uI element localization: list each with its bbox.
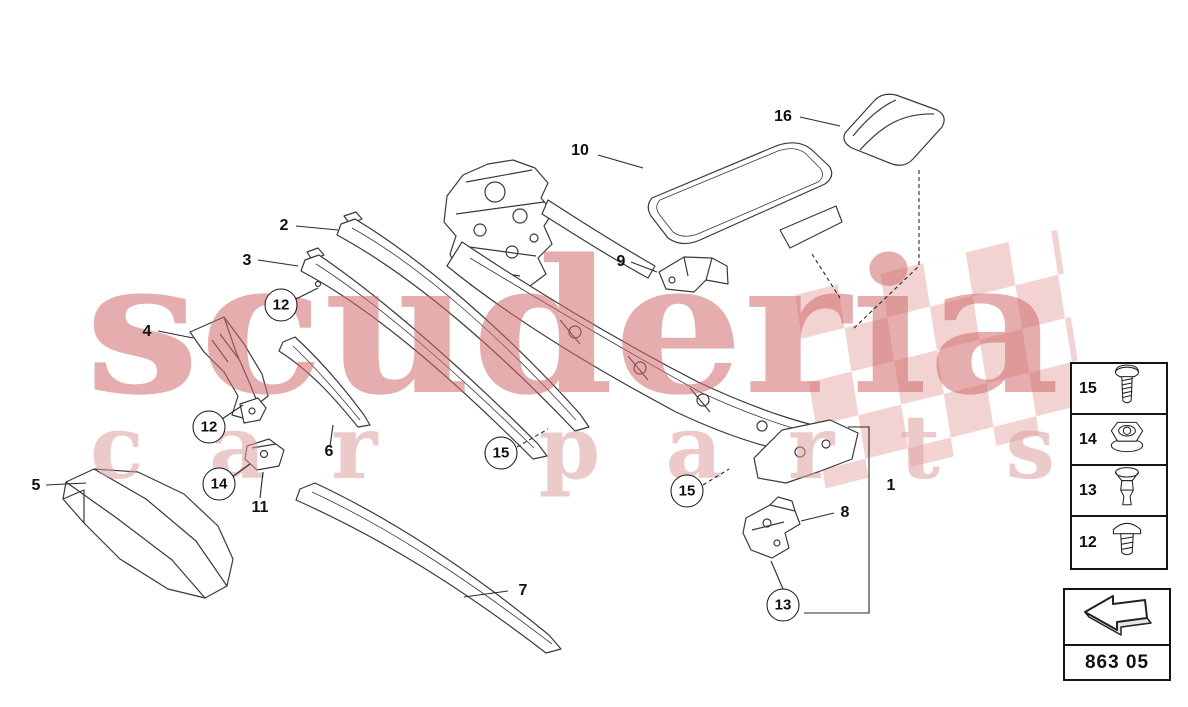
watermark-brand-text: scuderia [85,218,1060,436]
callout-3: 3 [242,252,252,269]
callout-13-circled: 13 [766,588,800,622]
callout-14-circled: 14 [202,467,236,501]
callout-16: 16 [774,108,792,125]
hardware-item-14: 14 [1072,415,1166,466]
pan-head-screw-icon [1106,363,1148,414]
callout-12-circled-top: 12 [264,288,298,322]
expansion-rivet-icon [1106,465,1148,516]
part-10-armrest-lid [647,142,843,249]
callout-4: 4 [142,323,152,340]
callout-15-circled-left: 15 [484,436,518,470]
part-2-pillar-trim [336,211,590,432]
part-11-bracket [244,438,285,471]
part-8-bracket [742,496,801,559]
hardware-item-12: 12 [1072,517,1166,568]
flange-nut-icon [1106,414,1148,465]
callout-7: 7 [518,582,528,599]
callout-2: 2 [279,217,289,234]
direction-arrow-icon [1065,590,1169,646]
part-16-armrest-cushion [843,93,945,166]
callout-6: 6 [324,443,334,460]
hardware-item-13: 13 [1072,466,1166,517]
watermark: scuderia car parts [85,218,1060,499]
leader-lines [45,116,920,614]
callout-11: 11 [251,499,269,516]
hardware-item-label: 14 [1079,430,1097,448]
part-5-sill-trim [62,468,234,599]
hardware-item-label: 15 [1079,379,1097,397]
diagram-line-art [62,93,945,654]
hardware-item-label: 13 [1079,481,1097,499]
callout-15-circled-right: 15 [670,474,704,508]
hardware-item-label: 12 [1079,533,1097,551]
diagram-part-code: 863 05 [1084,651,1150,673]
console-carrier-assembly [443,159,859,484]
callout-1: 1 [886,477,896,494]
checkered-flag-decoration [795,229,1088,489]
part-3-pillar-trim [300,247,548,460]
part-9-bracket [658,256,729,293]
hardware-legend-panel: 15 14 13 [1070,362,1168,570]
part-7-sill-strip [295,482,562,654]
callout-12-circled-bottom: 12 [192,410,226,444]
countersunk-screw-icon [1106,517,1148,568]
callout-8: 8 [840,504,850,521]
part-6-trim-strip [278,336,371,428]
hardware-item-15: 15 [1072,364,1166,415]
callout-9: 9 [616,253,626,270]
part-4-pillar-trim [189,316,269,424]
page-code-box: 863 05 [1063,588,1171,681]
callout-10: 10 [571,142,589,159]
callout-5: 5 [31,477,41,494]
